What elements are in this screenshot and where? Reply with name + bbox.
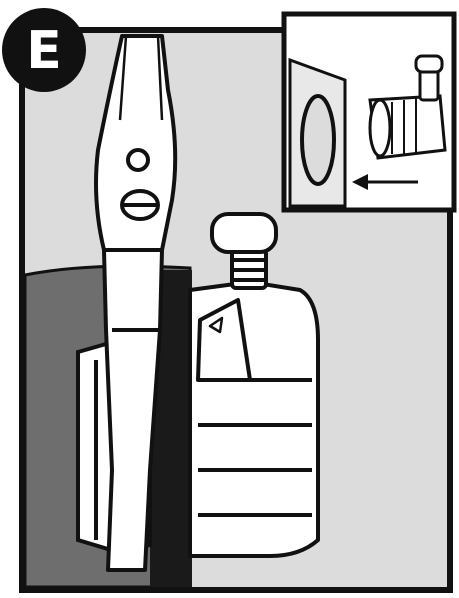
step-letter-badge: E: [2, 8, 86, 92]
inset-detail: [284, 14, 454, 210]
step-letter: E: [26, 21, 62, 81]
inset-knockout-hole: [302, 96, 334, 184]
